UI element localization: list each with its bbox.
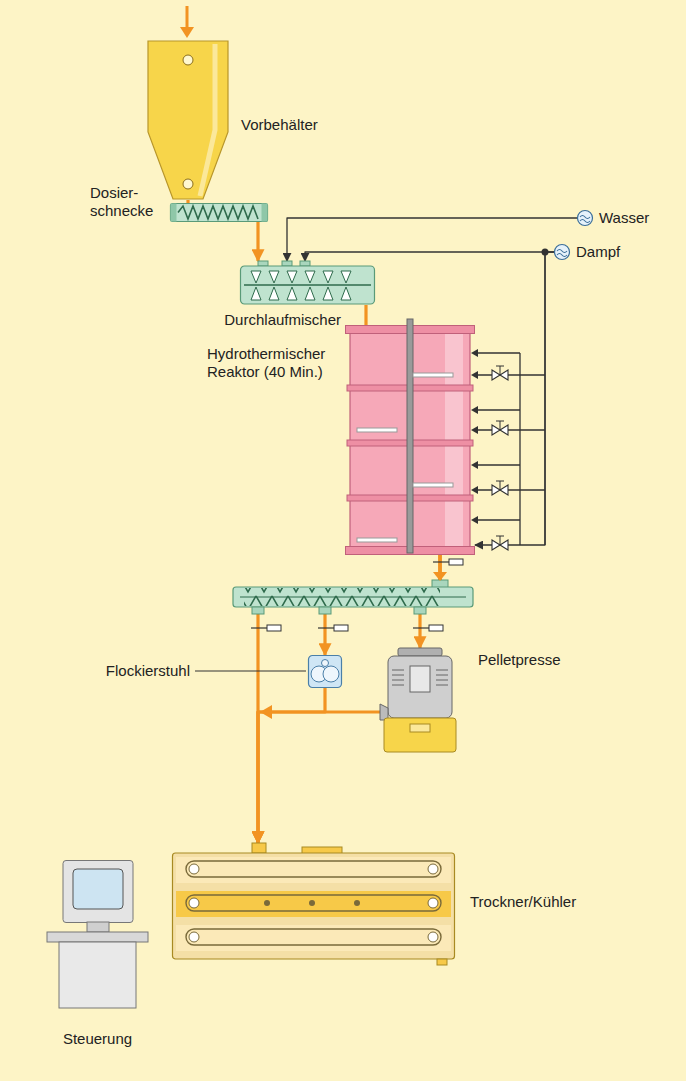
steam-line [478, 374, 545, 375]
control-computer-shape [45, 860, 150, 1010]
equipment-label: Steuerung [45, 1030, 150, 1048]
hydrothermal-reactor: Hydrothermischer Reaktor (40 Min.) [345, 325, 475, 555]
water-supply-shape [577, 210, 593, 226]
steam-arrowhead [471, 406, 478, 414]
steam-supply: Dampf [554, 244, 570, 260]
flaking-mill-shape [308, 655, 342, 688]
steam-piping [519, 353, 520, 545]
steam-line [478, 489, 545, 490]
merge-arrowhead [260, 705, 272, 719]
steam-arrowhead [471, 486, 478, 494]
water-supply: Wasser [577, 210, 593, 226]
material-flow [364, 305, 367, 325]
continuous-mixer: Durchlaufmischer [240, 261, 375, 305]
control-computer: Steuerung [45, 860, 150, 1010]
utility-line [305, 252, 554, 261]
utility-line [475, 252, 554, 545]
dryer-cooler-shape [172, 843, 455, 965]
leader-line [195, 671, 306, 672]
material-flow [256, 222, 259, 261]
hydrothermal-reactor-shape [345, 325, 475, 555]
pellet-press: Pelletpresse [380, 648, 460, 753]
material-flow [258, 712, 380, 843]
equipment-label: Wasser [599, 209, 649, 227]
steam-supply-shape [554, 244, 570, 260]
steam-arrowhead [471, 371, 478, 379]
equipment-label: Dampf [576, 243, 620, 261]
equipment-label: Trockner/Kühler [470, 893, 576, 911]
steam-valves [492, 366, 508, 550]
material-flow [186, 200, 189, 203]
steam-line [478, 352, 520, 353]
steam-arrowhead [471, 426, 478, 434]
outlet-arrowhead [433, 572, 447, 581]
steam-arrowhead [471, 516, 478, 524]
distribution-screw [233, 580, 473, 614]
steam-arrowhead [471, 349, 478, 357]
flaking-mill: Flockierstuhl [308, 655, 342, 688]
equipment-label: Flockierstuhl [106, 662, 190, 680]
pellet-press-shape [380, 648, 460, 753]
equipment-label: Pelletpresse [478, 651, 561, 669]
continuous-mixer-shape [240, 261, 375, 305]
dryer-cooler: Trockner/Kühler [172, 843, 455, 965]
equipment-label: Dosier- schnecke [90, 184, 162, 220]
steam-line [478, 519, 520, 520]
equipment-label: Hydrothermischer Reaktor (40 Min.) [207, 345, 341, 381]
feed-line [186, 6, 189, 28]
steam-line [478, 464, 520, 465]
hopper-shape [147, 40, 229, 200]
steam-line [478, 429, 545, 430]
equipment-label: Vorbehälter [241, 116, 318, 134]
steam-line [478, 409, 520, 410]
equipment-label: Durchlaufmischer [224, 311, 341, 329]
hopper: Vorbehälter [147, 40, 229, 200]
dosing-screw-shape [170, 203, 268, 222]
feed-arrowhead [180, 27, 194, 38]
dosing-screw: Dosier- schnecke [170, 203, 268, 222]
steam-arrowhead [471, 461, 478, 469]
utility-line [287, 218, 577, 261]
gate-valves [251, 559, 463, 631]
